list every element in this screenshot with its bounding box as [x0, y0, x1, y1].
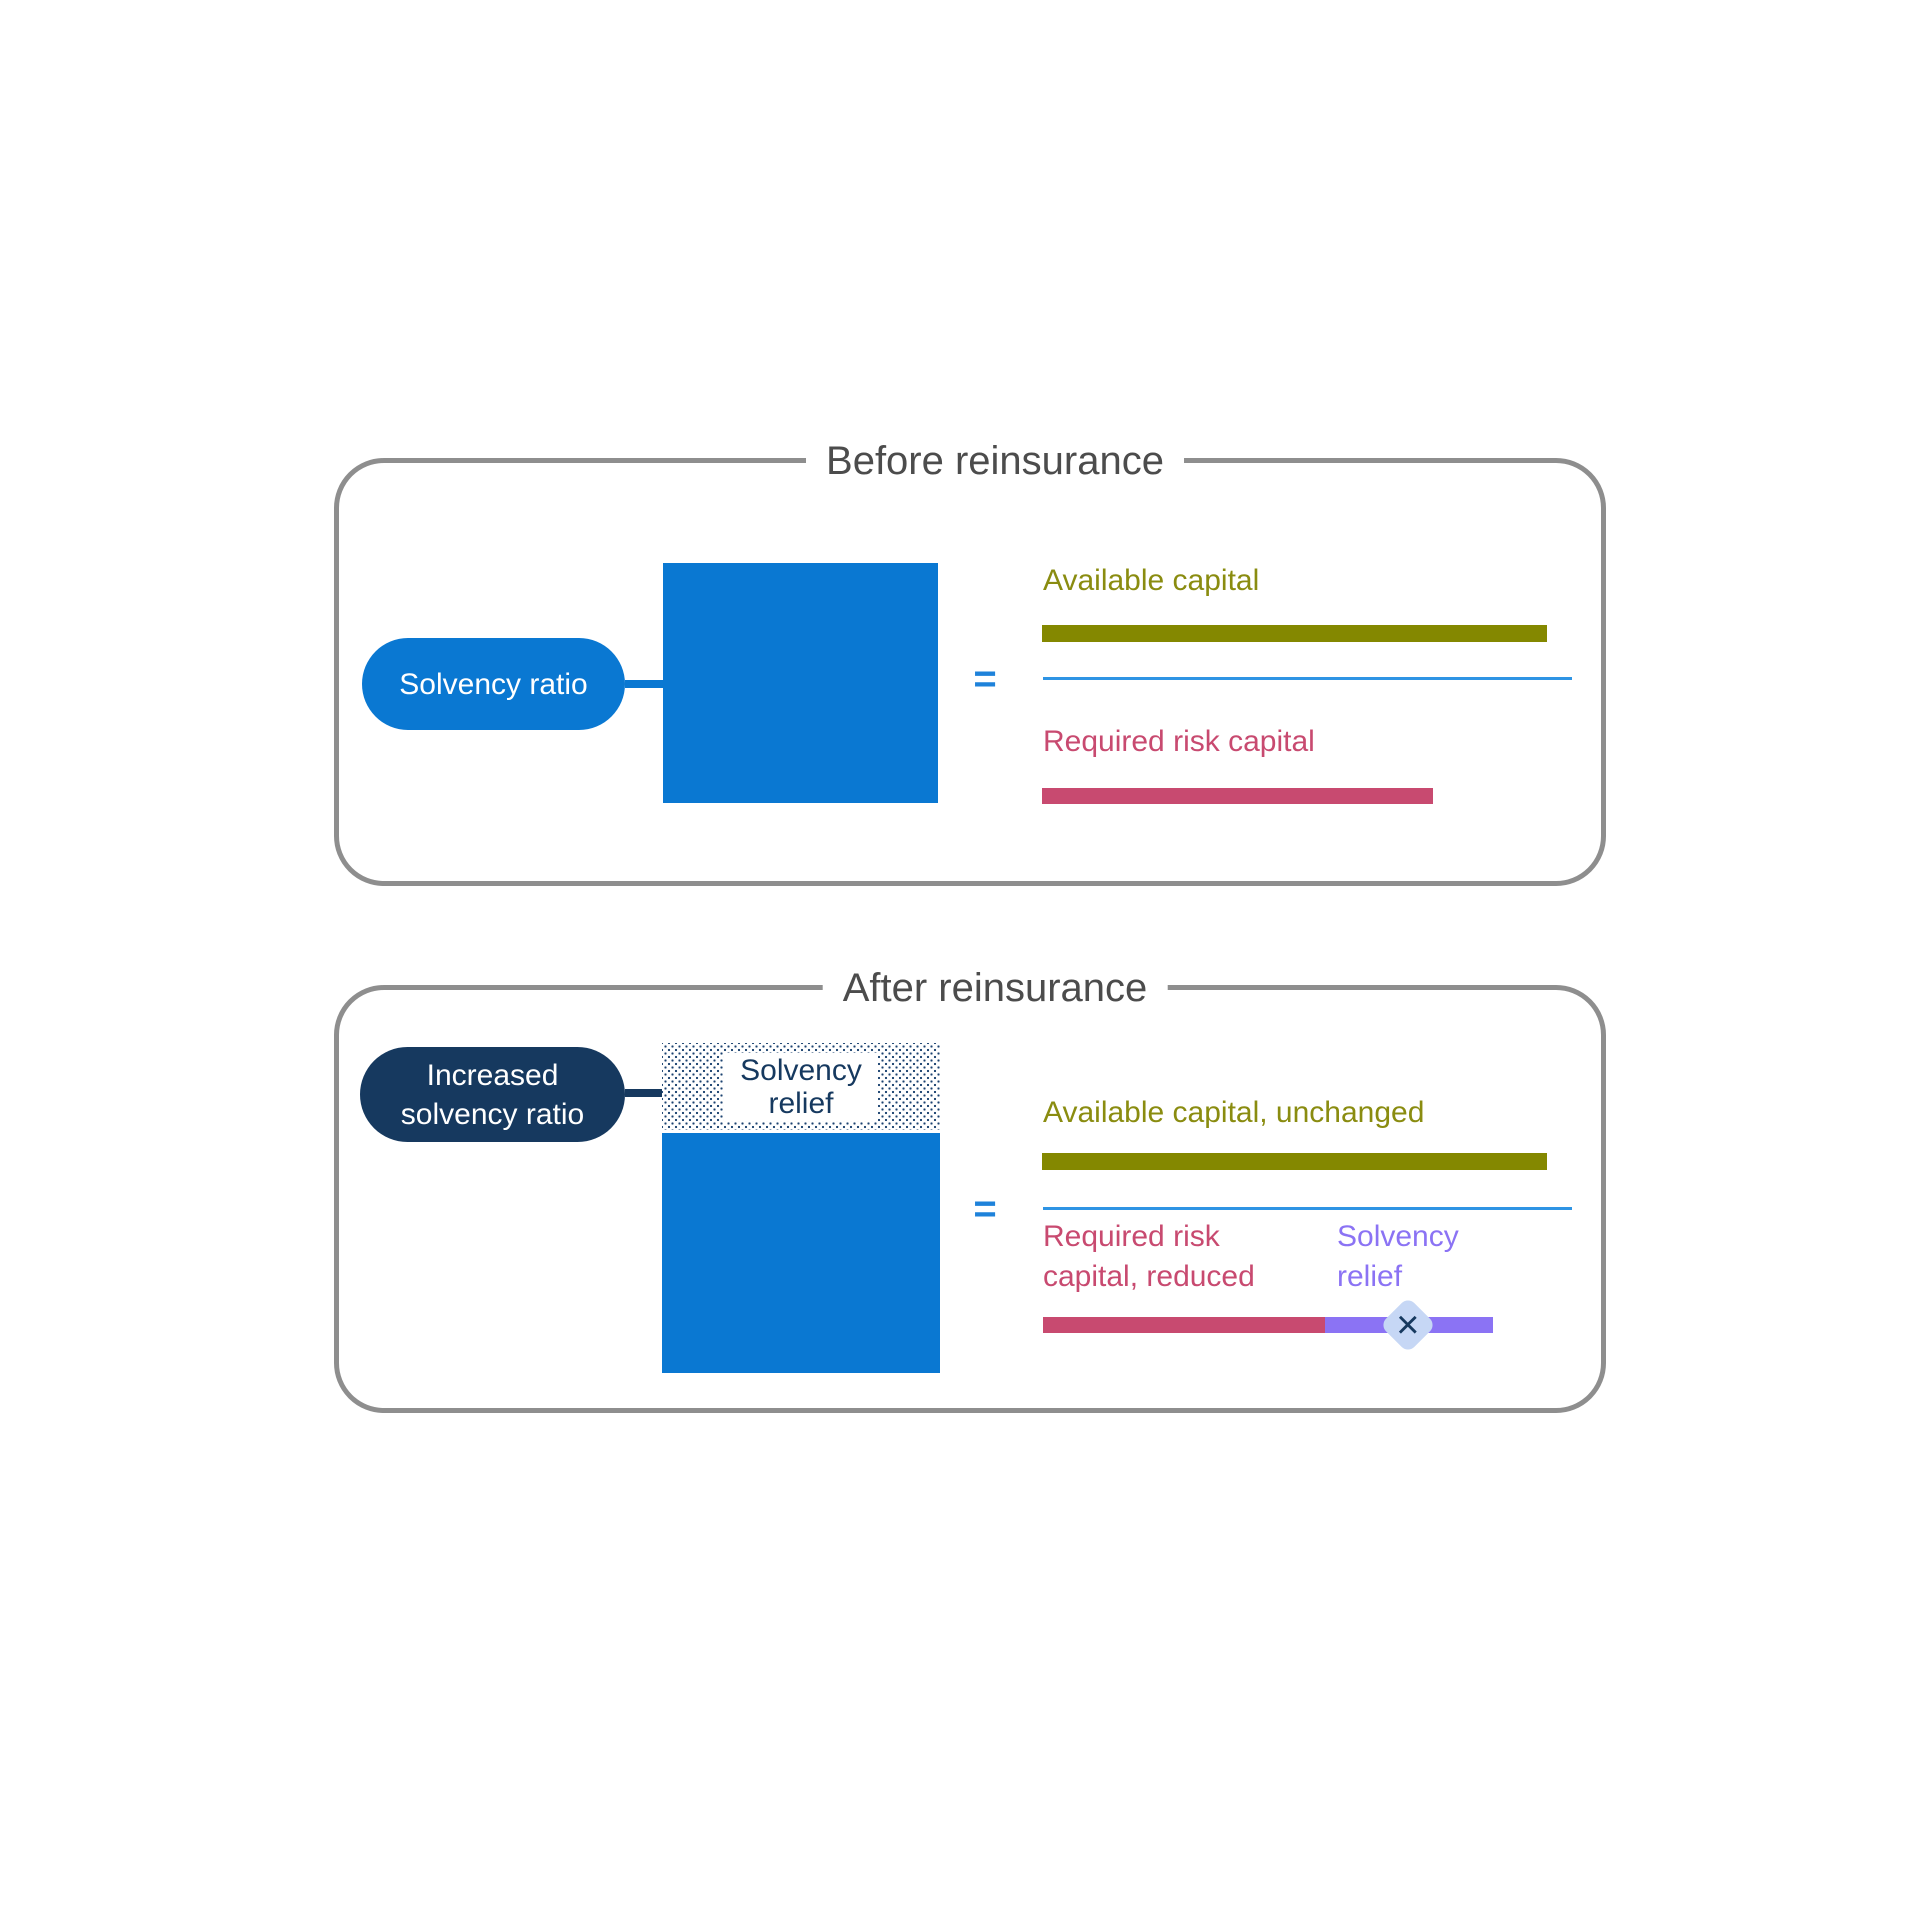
available-capital-bar [1042, 625, 1547, 642]
panel-title-after: After reinsurance [822, 966, 1168, 1010]
required-risk-capital-reduced-line1: Required risk [1043, 1220, 1220, 1253]
solvency-ratio-square [663, 563, 938, 803]
required-risk-capital-label: Required risk capital [1043, 725, 1315, 758]
increased-solvency-ratio-pill: Increased solvency ratio [360, 1047, 625, 1142]
solvency-relief-label-line1: Solvency [1337, 1220, 1459, 1253]
solvency-relief-dotted-box: Solvency relief [662, 1043, 940, 1130]
solvency-ratio-pill: Solvency ratio [362, 638, 625, 730]
available-capital-unchanged-label: Available capital, unchanged [1043, 1096, 1425, 1129]
fraction-divider-line [1043, 677, 1572, 680]
pill-connector-line [625, 1089, 662, 1097]
available-capital-unchanged-bar [1042, 1153, 1547, 1170]
multiply-icon: × [1396, 1302, 1420, 1347]
fraction-divider-line [1043, 1207, 1572, 1210]
solvency-relief-label-line2: relief [1337, 1260, 1403, 1293]
solvency-relief-box-line2: relief [768, 1086, 834, 1120]
equals-sign: = [973, 1187, 997, 1231]
required-risk-capital-bar [1042, 788, 1433, 804]
panel-before-reinsurance: Before reinsurance Solvency ratio = Avai… [334, 439, 1606, 886]
multiply-diamond-badge: × [1379, 1296, 1437, 1354]
solvency-relief-box-label: Solvency relief [724, 1052, 878, 1121]
solvency-ratio-pill-label: Solvency ratio [399, 667, 588, 701]
pill-connector-line [625, 680, 663, 688]
increased-solvency-ratio-square [662, 1133, 940, 1373]
available-capital-label: Available capital [1043, 564, 1260, 597]
increased-solvency-ratio-line1: Increased [426, 1058, 559, 1092]
panel-after-reinsurance: After reinsurance Increased solvency rat… [334, 966, 1606, 1413]
solvency-relief-label: Solvency relief [1337, 1217, 1459, 1297]
equals-sign: = [973, 657, 997, 701]
required-risk-capital-reduced-bar [1043, 1317, 1325, 1333]
required-risk-capital-reduced-line2: capital, reduced [1043, 1260, 1255, 1293]
increased-solvency-ratio-line2: solvency ratio [400, 1097, 585, 1131]
required-risk-capital-reduced-label: Required risk capital, reduced [1043, 1217, 1255, 1297]
solvency-relief-box-line1: Solvency [740, 1053, 862, 1087]
panel-title-before: Before reinsurance [806, 439, 1184, 483]
